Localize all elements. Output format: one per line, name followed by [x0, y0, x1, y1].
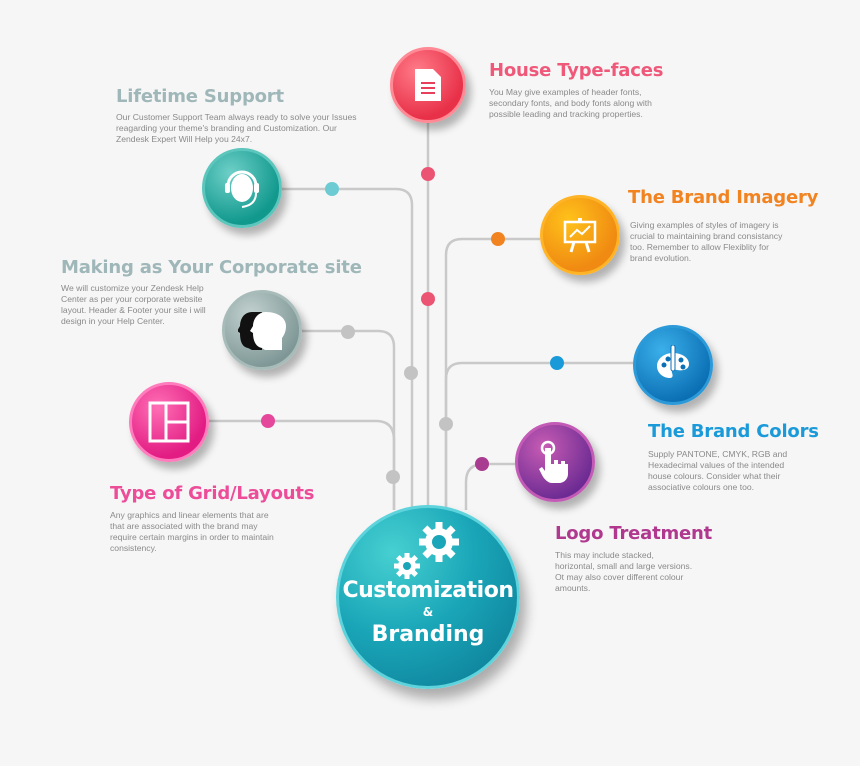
lifetime-support-node[interactable] — [202, 148, 282, 228]
house-typefaces-title: House Type-faces — [489, 60, 664, 81]
logo-treatment-desc: This may include stacked,horizontal, sma… — [555, 550, 692, 594]
connector-dot — [421, 292, 435, 306]
house-typefaces-desc: You May give examples of header fonts,se… — [489, 87, 652, 120]
grid-layouts-node[interactable] — [129, 382, 209, 462]
desc-line: crucial to maintaining brand consistancy — [630, 231, 783, 241]
connector-dot — [421, 167, 435, 181]
desc-line: Any graphics and linear elements that ar… — [110, 510, 269, 520]
logo-treatment-title: Logo Treatment — [555, 523, 713, 544]
grid-layouts-title: Type of Grid/Layouts — [110, 483, 315, 504]
desc-line: Zendesk Expert Will Help you 24x7. — [116, 134, 253, 144]
desc-line: too. Remember to allow Flexiblity for — [630, 242, 769, 252]
desc-line: Giving examples of styles of imagery is — [630, 220, 779, 230]
hub-title-line1: Customization — [342, 578, 514, 603]
desc-line: horizontal, small and large versions. — [555, 561, 693, 571]
corporate-site-title: Making as Your Corporate site — [61, 257, 362, 278]
desc-line: design in your Help Center. — [61, 316, 165, 326]
house-typefaces-node[interactable] — [390, 47, 466, 123]
desc-line: You May give examples of header fonts, — [489, 87, 642, 97]
gears-icon — [394, 522, 459, 579]
presentation-chart-icon — [563, 218, 597, 253]
desc-line: Hexadecimal values of the intended — [648, 460, 785, 470]
hub-title-line2: Branding — [371, 622, 485, 647]
lifetime-support-desc: Our Customer Support Team always ready t… — [116, 112, 357, 145]
desc-line: possible leading and tracking properties… — [489, 109, 643, 119]
grid-layout-icon — [148, 401, 190, 443]
desc-line: Supply PANTONE, CMYK, RGB and — [648, 449, 788, 459]
desc-line: Center as per your corporate website — [61, 294, 203, 304]
connector-dot — [325, 182, 339, 196]
desc-line: associative colours one too. — [648, 482, 755, 492]
faces-profile-icon — [238, 312, 286, 350]
desc-line: Our Customer Support Team always ready t… — [116, 112, 357, 122]
desc-line: house colours. Consider what their — [648, 471, 781, 481]
brand-imagery-title: The Brand Imagery — [628, 187, 819, 208]
corporate-site-node[interactable] — [222, 290, 302, 370]
connector-dot — [404, 366, 418, 380]
connector-dot — [439, 417, 453, 431]
desc-line: secondary fonts, and body fonts along wi… — [489, 98, 652, 108]
palette-icon — [657, 345, 689, 378]
grid-layouts-desc: Any graphics and linear elements that ar… — [110, 510, 274, 554]
connector-dot — [491, 232, 505, 246]
hub-title-ampersand: & — [422, 605, 434, 619]
desc-line: layout. Header & Footer your site i will — [61, 305, 206, 315]
desc-line: This may include stacked, — [555, 550, 654, 560]
touch-hand-icon — [539, 440, 568, 483]
desc-line: that are associated with the brand may — [110, 521, 258, 531]
desc-line: amounts. — [555, 583, 591, 593]
brand-imagery-node[interactable] — [540, 195, 620, 275]
headset-icon — [225, 170, 259, 208]
logo-treatment-node[interactable] — [515, 422, 595, 502]
connector-dot — [475, 457, 489, 471]
brand-colors-node[interactable] — [633, 325, 713, 405]
document-icon — [415, 69, 441, 101]
desc-line: consistency. — [110, 543, 157, 553]
connector-dot — [261, 414, 275, 428]
connector-dot — [550, 356, 564, 370]
brand-colors-title: The Brand Colors — [648, 421, 819, 442]
connector-dot — [386, 470, 400, 484]
desc-line: brand evolution. — [630, 253, 692, 263]
desc-line: require certain margins in order to main… — [110, 532, 274, 542]
lifetime-support-title: Lifetime Support — [116, 86, 284, 107]
customization-branding-hub[interactable]: Customization & Branding — [336, 505, 520, 689]
desc-line: We will customize your Zendesk Help — [61, 283, 204, 293]
desc-line: Ot may also cover different colour — [555, 572, 684, 582]
desc-line: reagarding your theme's branding and Cus… — [116, 123, 337, 133]
connector-dot — [341, 325, 355, 339]
